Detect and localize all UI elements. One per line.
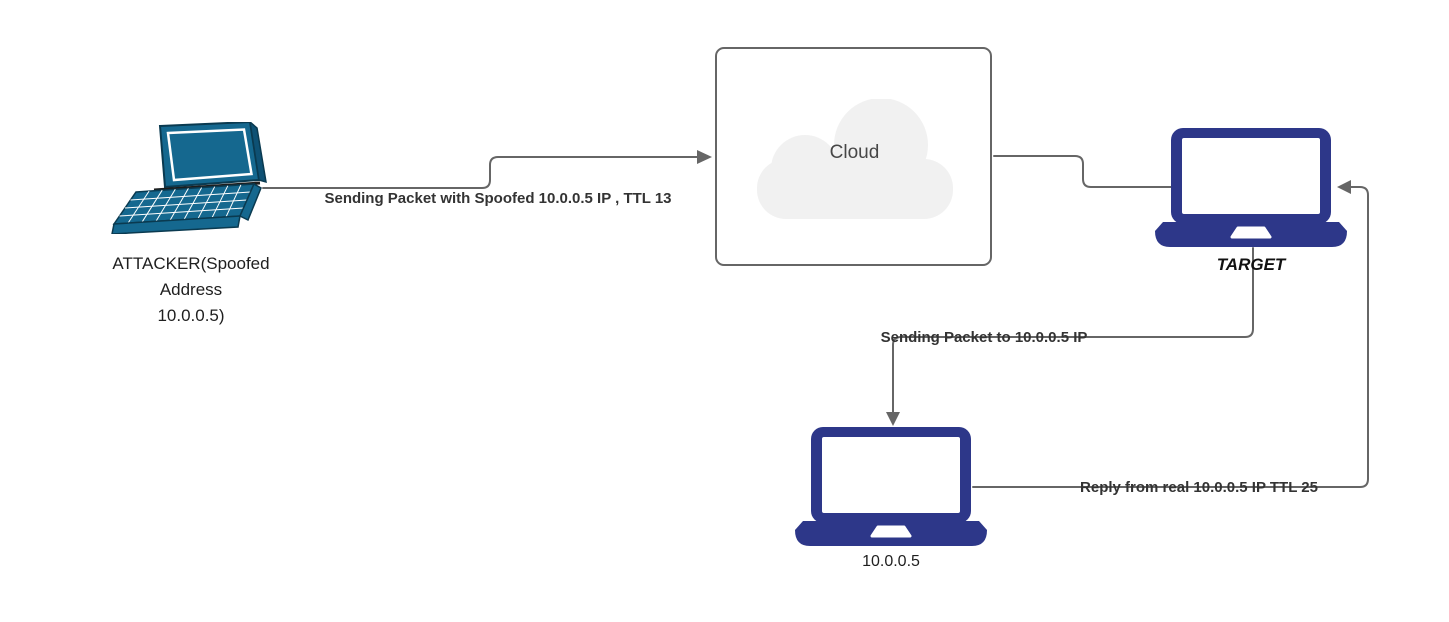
cloud-container-box [715, 47, 992, 266]
attacker-laptop-icon [111, 122, 267, 234]
edge-label-sending-to-real: Sending Packet to 10.0.0.5 IP [880, 329, 1088, 346]
edge-attacker-to-cloud [262, 156, 700, 189]
cloud-icon [757, 99, 953, 219]
arrowhead-into-cloud-icon [697, 150, 712, 164]
arrowhead-into-real-host-icon [886, 412, 900, 426]
target-laptop-icon [1155, 128, 1347, 247]
real-host-laptop-icon [795, 427, 987, 546]
arrowhead-into-target-icon [1337, 180, 1351, 194]
edge-cloud-to-target [993, 155, 1175, 188]
edge-label-reply-from-real: Reply from real 10.0.0.5 IP TTL 25 [1080, 479, 1318, 496]
attacker-node-label: ATTACKER(Spoofed Address 10.0.0.5) [91, 251, 291, 329]
attacker-label-line-2: Address [159, 280, 223, 299]
attacker-label-line-3: 10.0.0.5) [157, 306, 225, 325]
cloud-node-label: Cloud [829, 142, 880, 163]
edge-target-to-real-host [892, 247, 1254, 413]
target-node-label: TARGET [1216, 255, 1286, 274]
edge-label-spoofed-packet: Sending Packet with Spoofed 10.0.0.5 IP … [324, 190, 672, 207]
edge-real-host-to-target [972, 186, 1369, 488]
attacker-label-line-1: ATTACKER(Spoofed [112, 254, 270, 273]
real-host-node-label: 10.0.0.5 [862, 553, 920, 570]
